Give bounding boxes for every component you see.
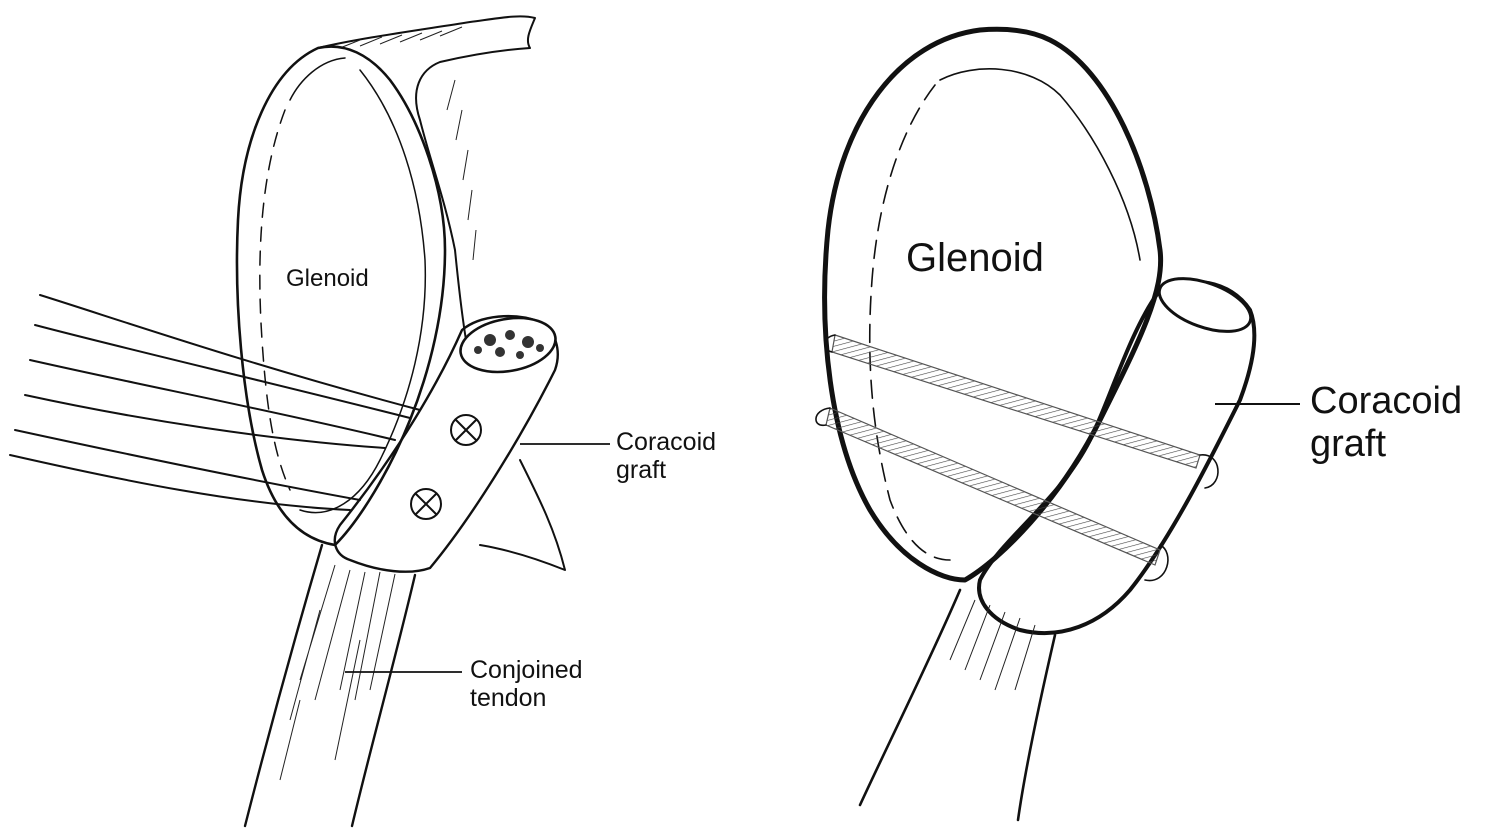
left-glenoid-rim xyxy=(289,57,427,514)
left-graft-cancellous-bone xyxy=(474,330,544,359)
right-coracoid-graft xyxy=(977,279,1257,635)
left-tendon-label-line1: Conjoined xyxy=(470,656,583,684)
left-scapula-hatching xyxy=(339,26,477,261)
right-glenoid-rim xyxy=(939,68,1141,261)
right-glenoid-dashed-line xyxy=(868,84,951,561)
left-lower-fragment xyxy=(479,459,566,571)
right-glenoid-face xyxy=(822,26,1164,583)
left-scapula-neck xyxy=(317,15,536,361)
left-tendon-fibers xyxy=(279,564,396,781)
right-graft-label-line2: graft xyxy=(1310,422,1387,465)
right-screw-upper xyxy=(824,334,1219,489)
right-graft-label-line1: Coracoid xyxy=(1310,380,1463,422)
left-tendon-label-line2: tendon xyxy=(470,684,547,712)
right-tendon-fibers xyxy=(949,599,1036,691)
left-screw-upper xyxy=(450,414,482,446)
right-glenoid-label: Glenoid xyxy=(906,236,1044,280)
left-tendon-label: Conjoined tendon xyxy=(470,656,583,712)
left-conjoined-tendon xyxy=(243,543,417,828)
left-graft-label-line2: graft xyxy=(616,456,667,484)
right-graft-hatching xyxy=(975,280,1260,635)
left-glenoid-face xyxy=(235,45,447,547)
right-conjoined-tendon xyxy=(858,588,1057,822)
left-screw-lower xyxy=(410,488,442,520)
left-glenoid-label: Glenoid xyxy=(286,265,369,292)
left-glenoid-dashed-line xyxy=(259,109,291,491)
left-graft-label: Coracoid graft xyxy=(616,428,716,484)
right-screw-lower xyxy=(815,407,1169,582)
right-graft-cut-end xyxy=(1157,277,1253,333)
right-graft-label: Coracoid graft xyxy=(1310,380,1462,465)
left-sutures xyxy=(9,294,421,511)
right-panel-drawing xyxy=(815,26,1300,822)
left-graft-cut-end xyxy=(459,316,557,374)
left-graft-label-line1: Coracoid xyxy=(616,428,717,456)
